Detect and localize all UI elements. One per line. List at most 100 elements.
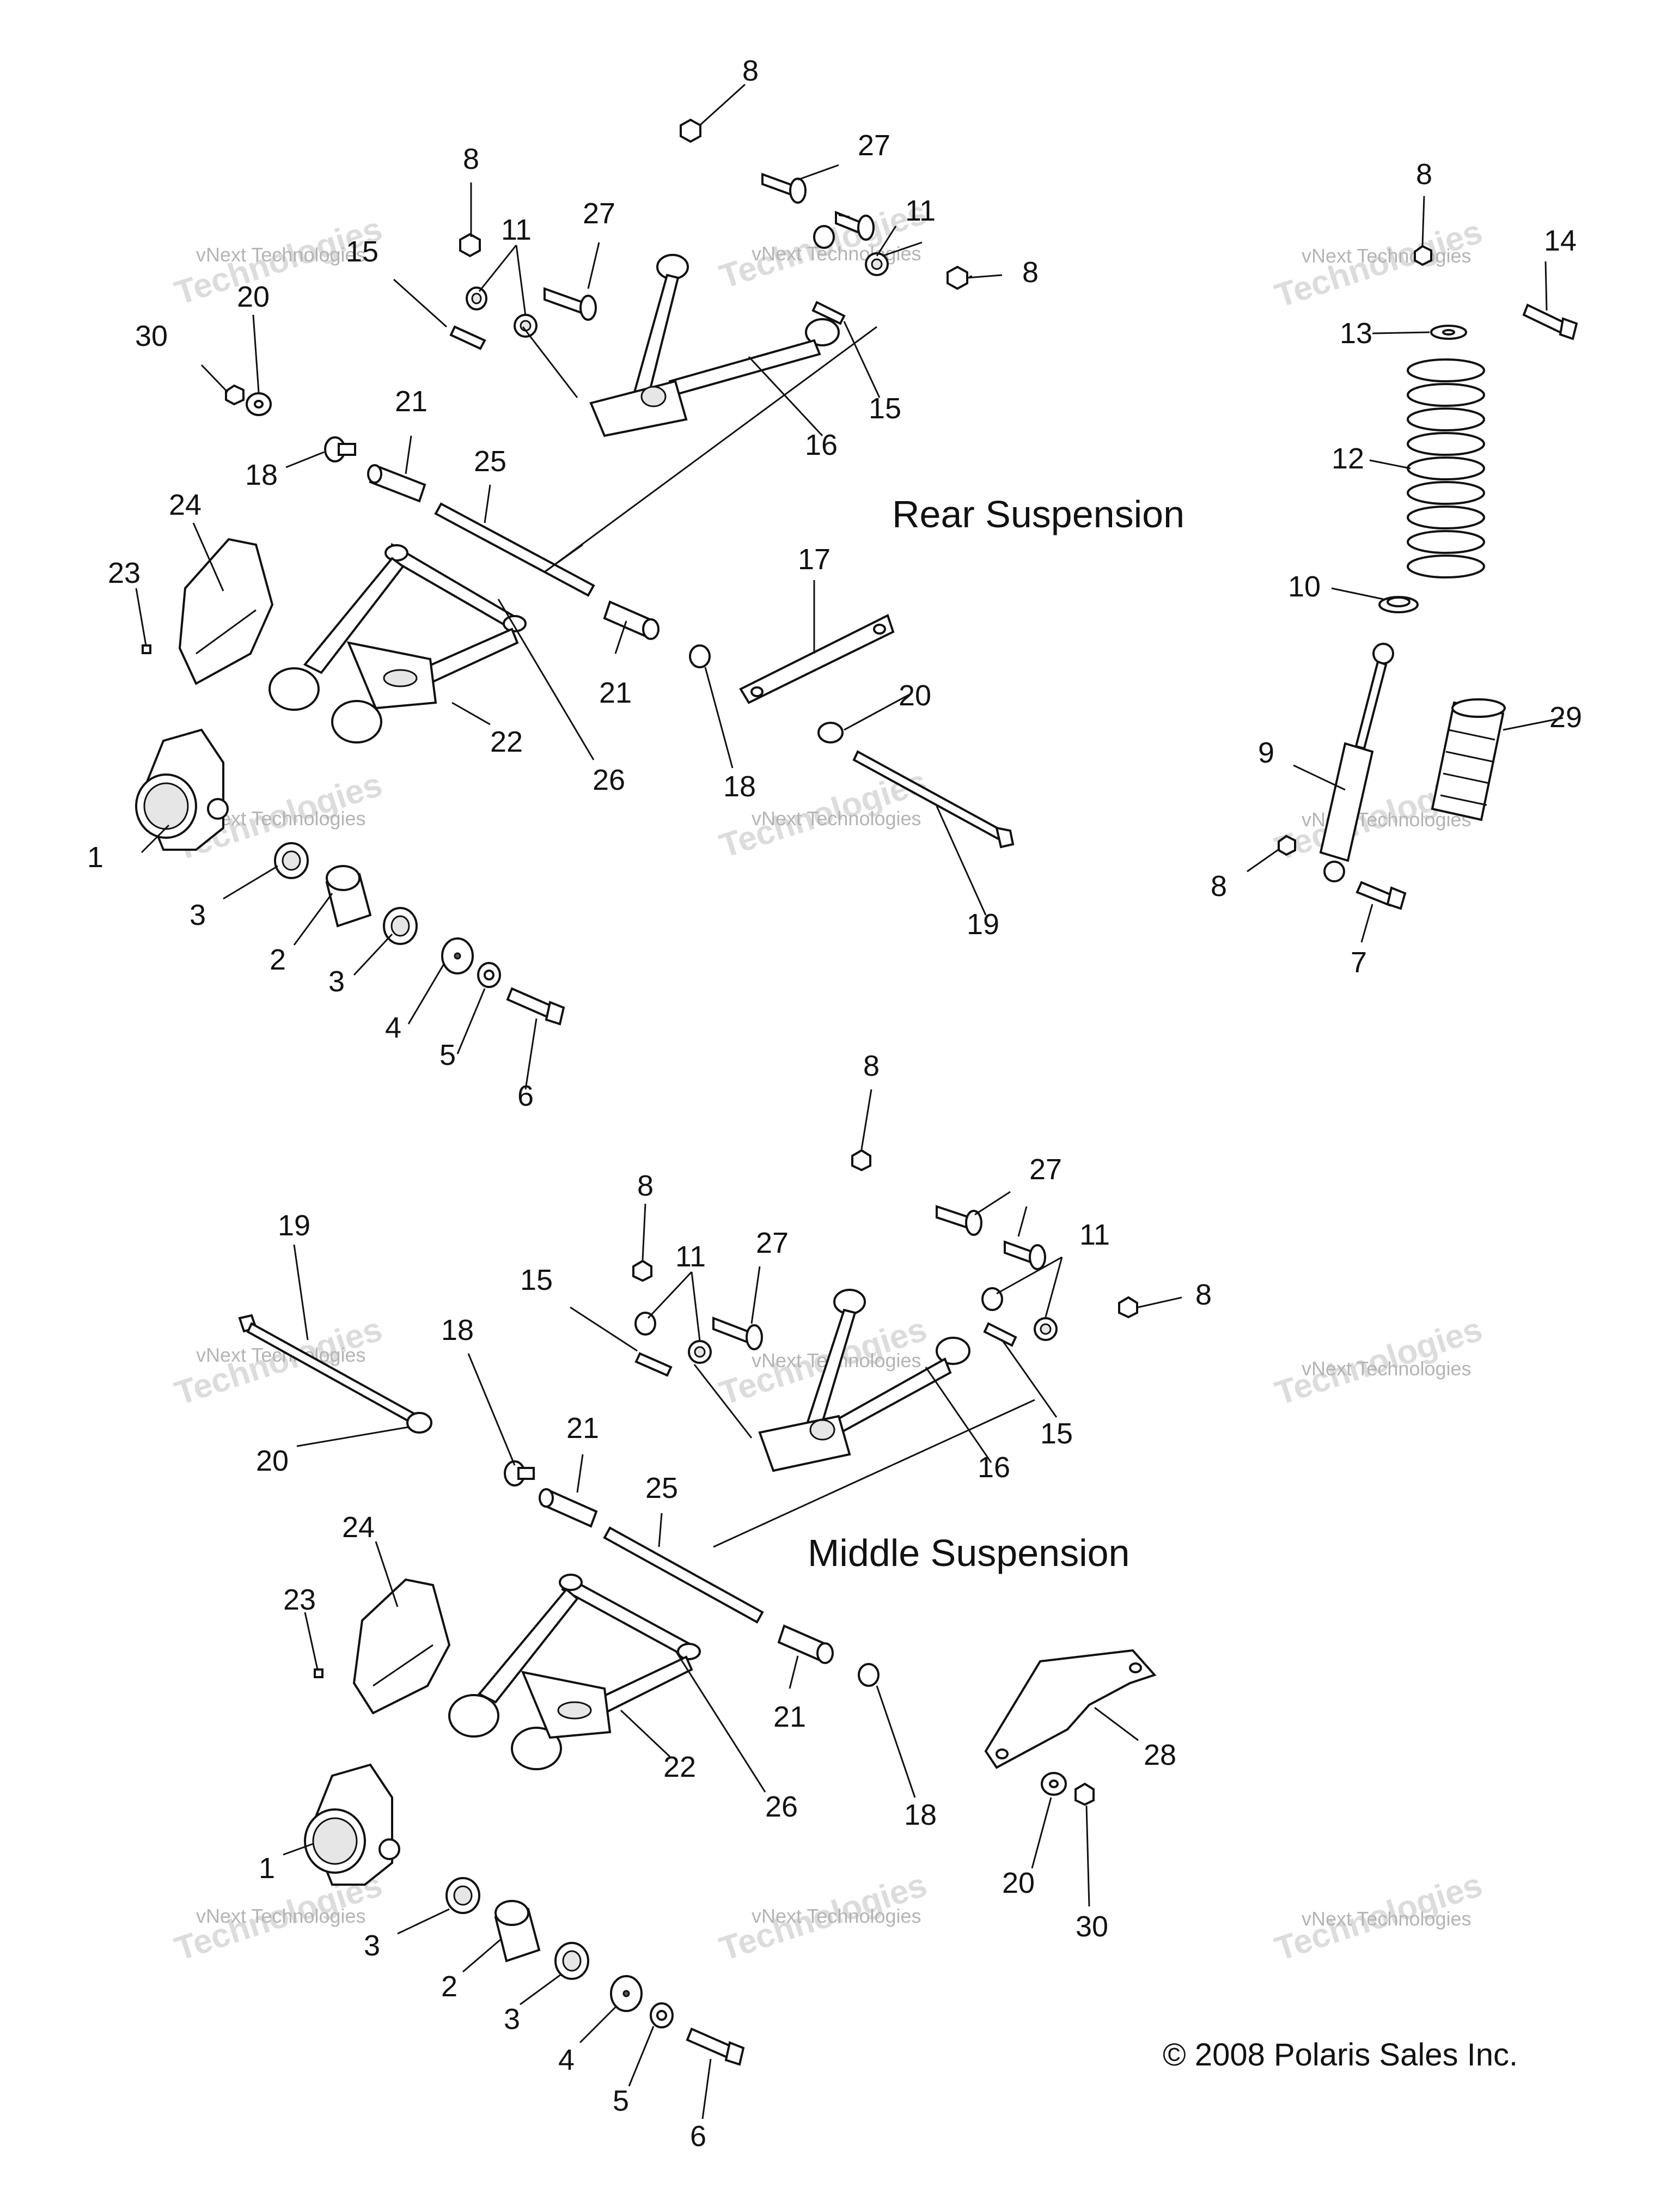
- svg-text:vNext Technologies: vNext Technologies: [1302, 1357, 1471, 1380]
- middle-suspension-parts: [238, 1149, 1157, 2066]
- spacer-icon: [494, 1900, 541, 1963]
- callout-number: 25: [645, 1472, 678, 1504]
- washer-icon: [817, 722, 844, 744]
- bearing-icon: [274, 842, 309, 879]
- callout-number: 23: [108, 557, 141, 589]
- bolt-icon: [504, 1460, 535, 1486]
- callout-number: 23: [283, 1583, 316, 1616]
- callout-number: 21: [395, 385, 428, 418]
- washer-icon: [477, 962, 501, 988]
- callout-number: 15: [520, 1264, 553, 1296]
- callout-number: 27: [583, 197, 615, 230]
- bushing-icon: [1034, 1317, 1058, 1341]
- washer-icon: [610, 1975, 643, 2012]
- bolt-icon: [936, 1205, 982, 1236]
- pin-icon: [634, 1352, 673, 1377]
- callout-number: 3: [504, 2003, 520, 2036]
- sleeve-icon: [603, 600, 660, 640]
- callout-number: 18: [904, 1799, 937, 1831]
- washer-icon: [1041, 1772, 1067, 1796]
- svg-text:vNext Technologies: vNext Technologies: [752, 242, 921, 265]
- washer-icon: [650, 2002, 674, 2028]
- callout-number: 3: [190, 899, 206, 931]
- pin-icon: [983, 1322, 1017, 1347]
- callout-number: 21: [773, 1701, 806, 1733]
- shaft-icon: [603, 1526, 764, 1624]
- screw-icon: [314, 1668, 323, 1678]
- washer-icon: [441, 937, 474, 974]
- bearing-icon: [554, 1942, 589, 1980]
- callout-number: 16: [978, 1451, 1010, 1484]
- callout-number: 3: [328, 965, 345, 998]
- upper-a-arm: [758, 1289, 970, 1472]
- pin-icon: [811, 301, 846, 325]
- callout-number: 18: [441, 1314, 474, 1346]
- callout-number: 1: [259, 1852, 275, 1885]
- callout-number: 27: [756, 1227, 789, 1259]
- callout-number: 30: [1076, 1910, 1108, 1943]
- callout-number: 18: [245, 459, 278, 491]
- bolt-icon: [689, 644, 711, 668]
- svg-text:vNext Technologies: vNext Technologies: [752, 807, 921, 830]
- nut-icon: [1074, 1782, 1095, 1806]
- callout-number: 27: [1029, 1153, 1062, 1186]
- rear-suspension-title: Rear Suspension: [892, 493, 1184, 535]
- callout-number: 27: [858, 129, 890, 162]
- shock-absorber: [1319, 643, 1394, 882]
- callout-number: 1: [87, 841, 103, 874]
- nut-icon: [1414, 245, 1432, 266]
- rear-suspension-parts: [135, 118, 1015, 1026]
- callout-number: 13: [1340, 317, 1372, 350]
- bracket-plate: [984, 1649, 1157, 1769]
- bracket-plate: [739, 614, 895, 704]
- callout-number: 20: [237, 281, 270, 313]
- nut-icon: [459, 233, 481, 258]
- callout-number: 8: [742, 54, 759, 87]
- callout-number: 4: [385, 1011, 401, 1044]
- shaft-icon: [434, 502, 595, 597]
- sleeve-icon: [367, 464, 426, 503]
- callout-number: 15: [346, 235, 378, 268]
- screw-icon: [142, 644, 151, 654]
- bushing-icon: [865, 252, 889, 276]
- callout-number: 11: [1079, 1218, 1110, 1251]
- callout-number: 21: [566, 1412, 599, 1445]
- callout-number: 10: [1288, 570, 1321, 603]
- coil-spring: [1407, 358, 1485, 578]
- nut-icon: [225, 384, 245, 406]
- callout-number: 28: [1144, 1739, 1176, 1771]
- callout-number: 8: [1211, 870, 1227, 903]
- copyright-notice: © 2008 Polaris Sales Inc.: [1163, 2037, 1518, 2073]
- callout-number: 30: [135, 320, 168, 352]
- svg-text:vNext Technologies: vNext Technologies: [752, 1905, 921, 1927]
- middle-suspension-title: Middle Suspension: [808, 1532, 1129, 1574]
- bolt-icon: [686, 2027, 745, 2066]
- long-bolt-icon: [238, 1314, 416, 1423]
- callout-number: 3: [364, 1929, 380, 1962]
- bolt-icon: [1356, 881, 1407, 910]
- bushing-icon: [466, 287, 487, 310]
- callout-number: 22: [490, 726, 523, 758]
- spring-retainer-icon: [1430, 325, 1467, 340]
- callout-number: 12: [1332, 442, 1364, 475]
- svg-text:vNext Technologies: vNext Technologies: [196, 243, 366, 266]
- callout-number: 8: [1195, 1278, 1212, 1311]
- callout-number: 9: [1258, 736, 1274, 769]
- nut-icon: [1118, 1296, 1138, 1319]
- callout-number: 7: [1351, 946, 1367, 979]
- callout-numbers: 8 27 8 11 27 11 8 15 15 16 20 30 18 21 2…: [87, 54, 1582, 2153]
- callout-number: 11: [675, 1240, 706, 1273]
- callout-number: 20: [256, 1445, 289, 1477]
- callout-number: 19: [278, 1209, 310, 1242]
- callout-number: 15: [869, 392, 901, 425]
- nut-icon: [947, 265, 968, 290]
- bolt-icon: [835, 211, 875, 241]
- long-bolt-icon: [852, 750, 1015, 849]
- callout-number: 15: [1040, 1417, 1073, 1450]
- nut-icon: [680, 118, 701, 143]
- callout-number: 6: [690, 2120, 706, 2153]
